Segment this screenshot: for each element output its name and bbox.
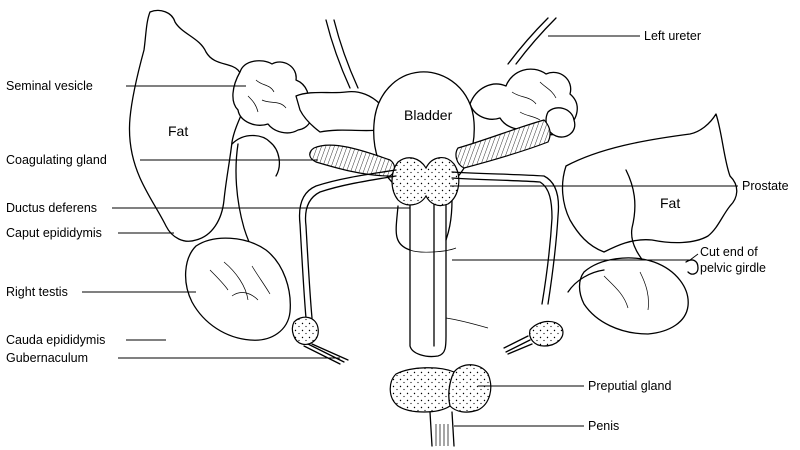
label-prostate: Prostate [742,179,789,193]
label-seminal-vesicle: Seminal vesicle [6,79,93,93]
urethra-shape [409,195,447,358]
label-cauda-epididymis: Cauda epididymis [6,333,105,347]
label-bladder: Bladder [404,107,453,123]
right-ductus-deferens-shape [451,171,560,305]
gubernaculum-left [303,343,349,365]
fat-right-shape [561,113,738,253]
left-seminal-vesicle-tail [295,90,381,133]
preputial-gland-shape [389,364,492,413]
label-left-ureter: Left ureter [644,29,701,43]
left-coagulating-gland-shape [309,144,396,177]
left-ureter-shape [507,17,549,65]
label-penis: Penis [588,419,619,433]
label-fat-left: Fat [168,123,188,139]
label-preputial-gland: Preputial gland [588,379,671,393]
label-caput-epididymis: Caput epididymis [6,226,102,240]
left-ductus-deferens-shape [298,169,397,319]
label-gubernaculum: Gubernaculum [6,351,88,365]
right-coagulating-gland-shape [455,119,551,169]
label-cut-end-line1: Cut end of [700,245,758,259]
right-testis-shape [185,237,291,341]
label-cut-end-line2: pelvic girdle [700,261,766,275]
fat-left-shape [128,9,249,242]
label-ductus-deferens: Ductus deferens [6,201,97,215]
left-testis-shape [578,257,689,335]
label-fat-right: Fat [660,195,680,211]
label-coagulating-gland: Coagulating gland [6,153,107,167]
left-cauda-epididymis-shape [291,316,319,345]
gubernaculum-right [503,335,533,355]
prostate-shape [391,157,460,207]
right-cauda-epididymis-shape [529,320,564,347]
leader-cut-end [452,253,699,261]
penis-shape [429,411,455,447]
label-right-testis: Right testis [6,285,68,299]
